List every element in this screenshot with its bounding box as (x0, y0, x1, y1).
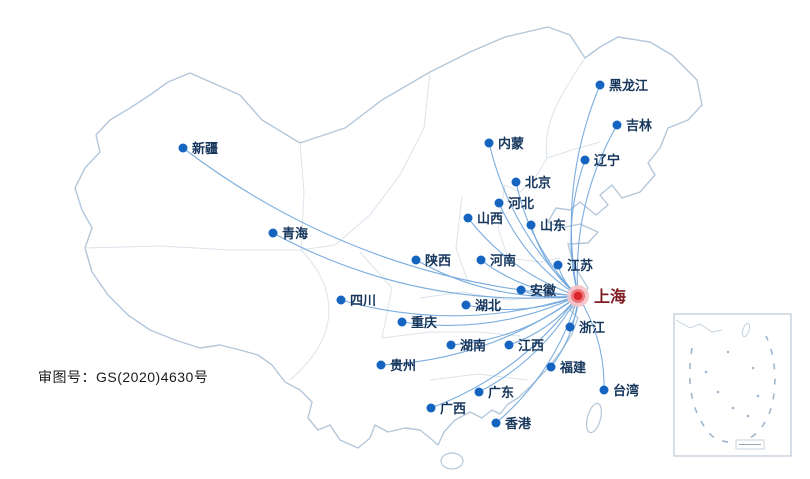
province-dot (474, 387, 484, 397)
province-dot (463, 213, 473, 223)
taiwan-island (586, 402, 602, 434)
flight-line (401, 295, 579, 326)
province-dot (491, 418, 501, 428)
flight-line (380, 295, 579, 366)
flight-line (576, 124, 618, 297)
province-label: 贵州 (390, 358, 416, 373)
inset-taiwan (741, 322, 751, 338)
province-label: 浙江 (579, 320, 605, 335)
flight-line (480, 259, 579, 297)
province-label: 广西 (440, 401, 466, 416)
flight-line (495, 295, 579, 424)
province-label: 山西 (477, 211, 503, 226)
province-dot (178, 143, 188, 153)
province-dot (580, 155, 590, 165)
province-label: 河北 (508, 196, 534, 211)
province-label: 香港 (504, 416, 532, 431)
province-dot (511, 177, 521, 187)
province-dot (446, 340, 456, 350)
hub-label: 上海 (594, 287, 626, 306)
province-label: 安徽 (530, 283, 557, 298)
flight-line (340, 295, 579, 317)
province-dot (612, 120, 622, 130)
flight-line (272, 232, 579, 299)
flight-line (570, 159, 586, 297)
hub-dot (573, 291, 583, 301)
province-dot (268, 228, 278, 238)
province-dot (565, 322, 575, 332)
province-label: 福建 (559, 360, 586, 375)
province-dot (376, 360, 386, 370)
province-dot (504, 340, 514, 350)
hub-marker: 上海 (567, 285, 626, 307)
province-dot (595, 80, 605, 90)
province-label: 青海 (282, 226, 308, 241)
south-china-sea-inset (673, 313, 792, 457)
flight-line (467, 217, 579, 297)
flight-line (570, 84, 601, 297)
inset-dash-line (689, 335, 776, 444)
flight-line (498, 202, 579, 297)
province-label: 湖南 (460, 338, 486, 353)
hainan-island (440, 452, 464, 470)
province-dot (484, 138, 494, 148)
flight-line (577, 295, 605, 391)
province-label: 湖北 (475, 298, 501, 313)
province-label: 四川 (350, 293, 376, 308)
province-dot (411, 255, 421, 265)
flight-line (430, 295, 579, 409)
province-label: 黑龙江 (609, 78, 648, 93)
inset-frame (673, 313, 792, 457)
province-label: 台湾 (613, 383, 639, 398)
province-label: 江西 (518, 338, 544, 353)
province-label: 重庆 (411, 315, 437, 330)
province-label: 河南 (490, 253, 516, 268)
province-dot (526, 220, 536, 230)
province-dot (516, 285, 526, 295)
flight-line (478, 295, 579, 393)
inset-islands (704, 350, 760, 418)
province-label: 陕西 (425, 253, 451, 268)
inset-coastline (675, 319, 723, 333)
province-dot (599, 385, 609, 395)
province-dot (476, 255, 486, 265)
province-label: 江苏 (567, 258, 593, 273)
province-label: 辽宁 (594, 153, 620, 168)
province-dot (397, 317, 407, 327)
flight-line (465, 295, 579, 311)
province-label: 新疆 (192, 141, 218, 156)
province-dot (546, 362, 556, 372)
inset-caption (735, 439, 765, 450)
province-dot (336, 295, 346, 305)
province-label: 内蒙 (498, 136, 524, 151)
flight-line (415, 259, 579, 298)
province-label: 山东 (540, 218, 566, 233)
map-approval-number: 审图号：GS(2020)4630号 (38, 369, 209, 385)
province-label: 吉林 (626, 118, 652, 133)
province-label: 广东 (488, 385, 514, 400)
province-dot (426, 403, 436, 413)
china-outline (74, 26, 703, 470)
province-dot (494, 198, 504, 208)
province-dot (461, 300, 471, 310)
province-label: 北京 (525, 175, 551, 190)
province-dot (553, 260, 563, 270)
